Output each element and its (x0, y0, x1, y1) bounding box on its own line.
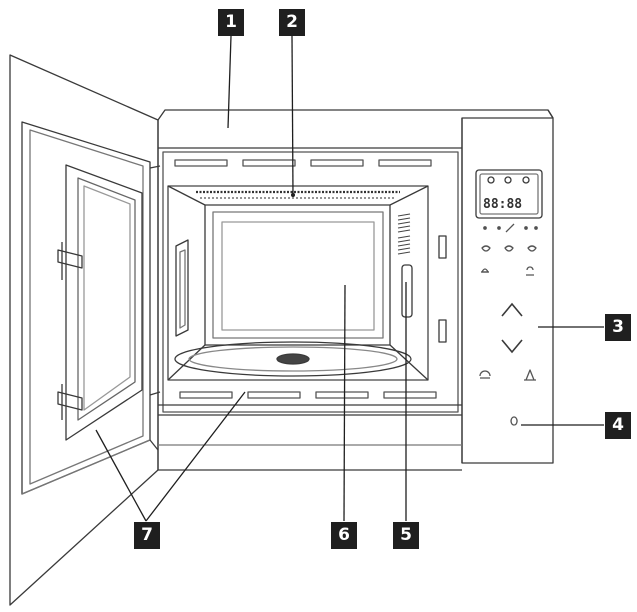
callout-7: 7 (134, 522, 160, 549)
open-door (9, 54, 161, 606)
callout-1: 1 (218, 9, 244, 36)
callout-2: 2 (279, 9, 305, 36)
microwave-body (157, 109, 554, 471)
callout-leaders (95, 35, 604, 522)
control-panel (475, 169, 543, 426)
chevron-up-icon (501, 302, 523, 317)
display-readout: 88:88 (483, 197, 522, 212)
callout-4: 4 (605, 412, 631, 439)
callout-5: 5 (393, 522, 419, 549)
callout-3: 3 (605, 314, 631, 341)
oven-cavity (167, 185, 429, 381)
chevron-down-icon (501, 339, 523, 354)
callout-6: 6 (331, 522, 357, 549)
